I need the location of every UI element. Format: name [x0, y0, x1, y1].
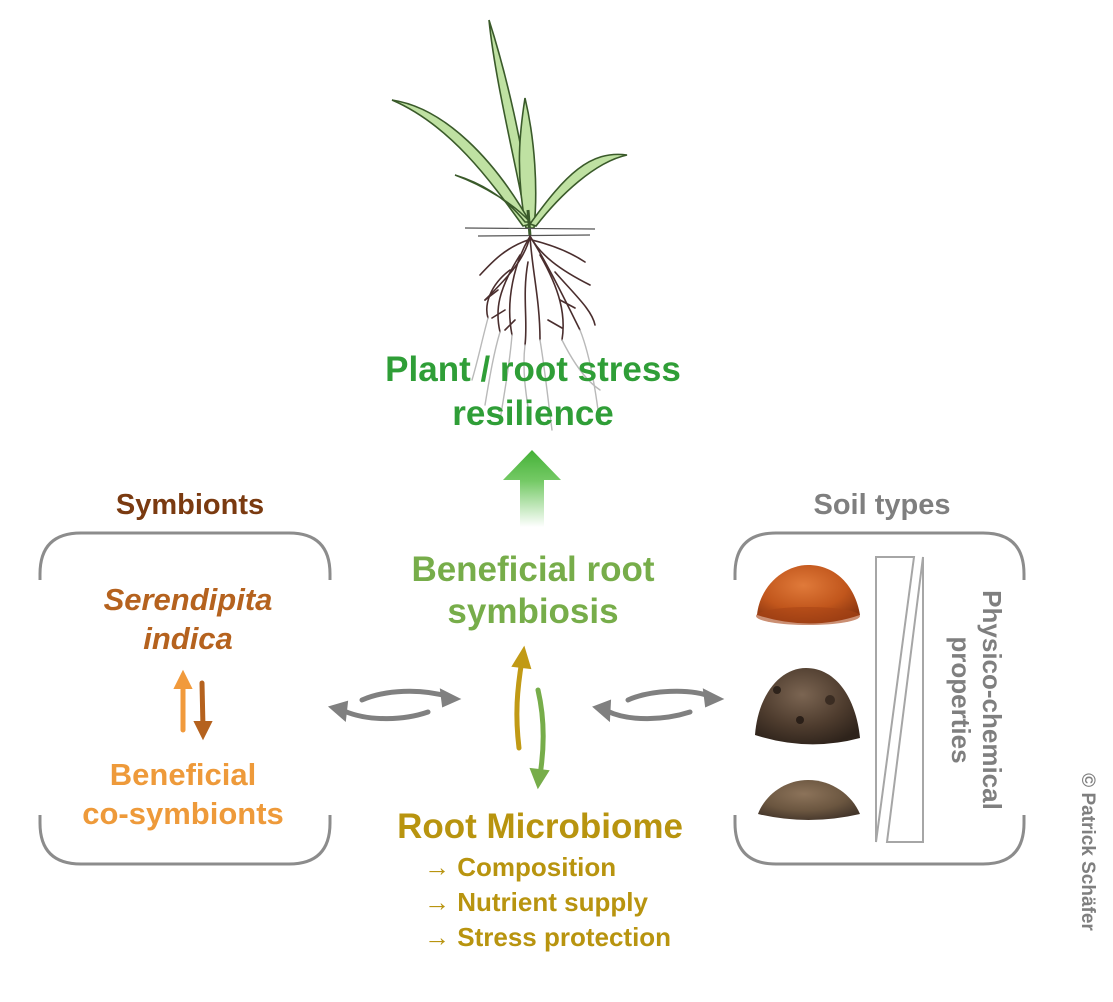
- plant-illustration: [391, 19, 628, 431]
- properties-line2: properties: [946, 636, 976, 764]
- soil-sample-brown: [758, 780, 860, 820]
- co-symbionts-line2: co-symbionts: [82, 796, 284, 831]
- soil-sample-red: [756, 565, 860, 625]
- species-line1: Serendipita: [103, 582, 273, 617]
- symbiont-exchange-arrows: [173, 669, 213, 741]
- symbionts-panel-bracket: [38, 531, 332, 866]
- outcome-line1: Plant / root stress: [385, 350, 681, 389]
- microbiome-functions-list: → Composition → Nutrient supply → Stress…: [424, 850, 671, 955]
- list-item: → Composition: [424, 850, 671, 885]
- plant-fine-roots: [471, 317, 601, 431]
- species-line2: indica: [143, 621, 233, 656]
- properties-line1: Physico-chemical: [977, 590, 1007, 810]
- arrow-right-icon: →: [424, 887, 450, 917]
- co-symbionts-line1: Beneficial: [109, 757, 257, 792]
- copyright-credit: © Patrick Schäfer: [1077, 773, 1098, 931]
- symbiosis-microbiome-arrows: [511, 645, 550, 790]
- outcome-line2: resilience: [452, 394, 614, 433]
- symbionts-title: Symbionts: [115, 489, 265, 521]
- list-item: → Nutrient supply: [424, 885, 671, 920]
- microbiome-item-nutrient-supply: Nutrient supply: [457, 887, 648, 917]
- microbiome-item-stress-protection: Stress protection: [457, 922, 672, 952]
- soil-types-title: Soil types: [813, 489, 951, 521]
- left-exchange-arrows: [327, 688, 462, 723]
- arrow-right-icon: →: [424, 922, 450, 952]
- upward-arrow-icon: [503, 450, 561, 527]
- soil-line: [464, 227, 596, 237]
- arrow-right-icon: →: [424, 852, 450, 882]
- plant-roots: [479, 235, 596, 346]
- right-exchange-arrows: [592, 688, 725, 723]
- plant-stress-resilience-label: Plant / root stress resilience: [333, 348, 733, 436]
- properties-gradient-wedges: [875, 556, 924, 843]
- root-microbiome-title: Root Microbiome: [397, 807, 683, 846]
- beneficial-root-symbiosis-label: Beneficial root symbiosis: [370, 549, 696, 633]
- beneficial-co-symbionts-label: Beneficial co-symbionts: [48, 755, 318, 833]
- plant-leaves: [391, 19, 628, 229]
- serendipita-indica-label: Serendipita indica: [68, 580, 308, 658]
- microbiome-item-composition: Composition: [457, 852, 617, 882]
- soil-panel-bracket: [733, 531, 1026, 866]
- plant-stem: [526, 209, 532, 237]
- physico-chemical-properties-label: Physico-chemical properties: [937, 570, 1007, 830]
- symbiosis-line1: Beneficial root: [411, 550, 655, 589]
- list-item: → Stress protection: [424, 920, 671, 955]
- soil-sample-dark: [755, 668, 860, 745]
- symbiosis-line2: symbiosis: [447, 592, 619, 631]
